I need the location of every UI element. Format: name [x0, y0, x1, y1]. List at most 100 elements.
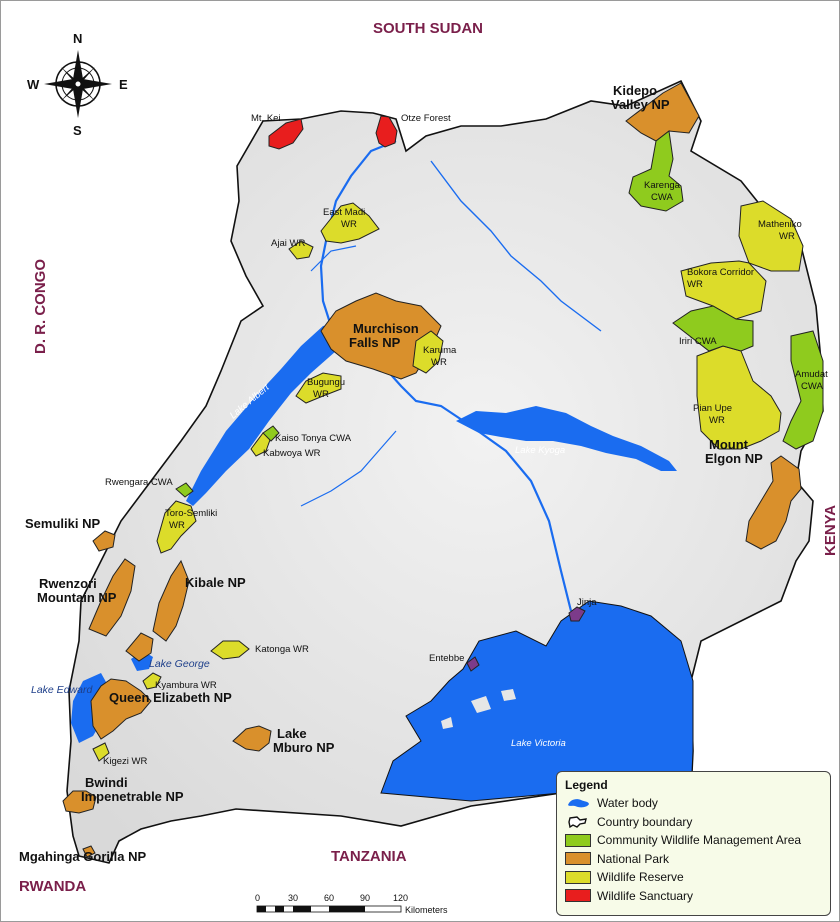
urban-sanctuaries [466, 606, 586, 672]
legend-label: National Park [597, 851, 670, 866]
legend-swatch [565, 833, 591, 847]
legend: Legend Water body Country boundary Commu… [556, 771, 831, 916]
national-parks [62, 82, 802, 858]
label-otze: Otze Forest [401, 113, 451, 124]
karenga-cwa [628, 130, 684, 212]
compass-e: E [119, 77, 128, 92]
kabwoya-wr [250, 432, 272, 457]
legend-swatch [565, 889, 591, 903]
label-dr-congo: D. R. CONGO [32, 259, 49, 354]
compass-n: N [73, 31, 82, 46]
rwengara-cwa [175, 482, 194, 498]
legend-label: Country boundary [597, 814, 693, 829]
label-lake-edward: Lake Edward [31, 684, 93, 696]
label-kaiso-tonya: Kaiso Tonya CWA [275, 433, 352, 444]
katonga-wr [210, 640, 250, 660]
label-pian-upe-2: WR [709, 415, 725, 426]
label-bokora-2: WR [687, 279, 703, 290]
label-bugungu-1: Bugungu [307, 377, 345, 388]
label-karuma-1: Karuma [423, 345, 457, 356]
label-toro-semliki-1: Toro-Semliki [165, 508, 217, 519]
label-toro-semliki-2: WR [169, 520, 185, 531]
label-tanzania: TANZANIA [331, 848, 407, 865]
label-rwanda: RWANDA [19, 878, 86, 895]
compass-s: S [73, 123, 82, 138]
kibale-np [152, 559, 190, 642]
label-pian-upe-1: Pian Upe [693, 403, 732, 414]
label-murchison-1: Murchison [353, 321, 419, 336]
kigezi-wr [92, 742, 110, 762]
label-matheniko-1: Matheniko [758, 219, 802, 230]
label-elgon-1: Mount [709, 437, 749, 452]
label-east-madi-1: East Madi [323, 207, 365, 218]
bwindi-impenetrable-np [62, 790, 97, 814]
label-south-sudan: SOUTH SUDAN [373, 20, 483, 37]
label-rwengara: Rwengara CWA [105, 477, 173, 488]
label-lake-george: Lake George [149, 658, 210, 670]
legend-label: Wildlife Reserve [597, 870, 684, 885]
label-murchison-2: Falls NP [349, 335, 401, 350]
scale-tick-120: 120 [393, 893, 408, 903]
legend-swatch [565, 870, 591, 884]
river [310, 245, 357, 272]
water-icon [568, 799, 589, 808]
jinja-sanctuary [568, 606, 586, 622]
label-mt-kei: Mt. Kei [251, 113, 281, 124]
label-katonga: Katonga WR [255, 644, 309, 655]
legend-item-water-body: Water body [565, 794, 822, 813]
legend-item-wildlife-reserve: Wildlife Reserve [565, 868, 822, 887]
wildlife-sanctuaries [268, 115, 398, 150]
label-matheniko-2: WR [779, 231, 795, 242]
label-bwindi-2: Impenetrable NP [81, 789, 184, 804]
compass-rose [44, 50, 112, 118]
kidepo-valley-np [625, 82, 700, 142]
aswa-river [430, 160, 602, 332]
label-amudat-1: Amudat [795, 369, 828, 380]
boundary-icon [568, 816, 587, 828]
community-wildlife-areas [175, 130, 824, 498]
label-kigezi: Kigezi WR [103, 756, 147, 767]
label-rwenzori-1: Rwenzori [39, 576, 97, 591]
label-kidepo-2: Valley NP [611, 97, 670, 112]
entebbe-sanctuary [466, 656, 480, 672]
scale-tick-60: 60 [324, 893, 334, 903]
victoria-island [501, 689, 516, 701]
legend-item-wildlife-sanctuary: Wildlife Sanctuary [565, 887, 822, 906]
label-mgahinga: Mgahinga Gorilla NP [19, 849, 146, 864]
label-mburo-2: Mburo NP [273, 740, 335, 755]
label-lake-victoria: Lake Victoria [511, 738, 566, 749]
label-ajai: Ajai WR [271, 238, 305, 249]
label-karenga-2: CWA [651, 192, 673, 203]
legend-item-country-boundary: Country boundary [565, 813, 822, 832]
label-kidepo-1: Kidepo [613, 83, 657, 98]
bugungu-wr [295, 372, 342, 404]
label-jinja: Jinja [577, 597, 597, 608]
label-amudat-2: CWA [801, 381, 823, 392]
label-kenya: KENYA [822, 505, 839, 556]
lake-albert [186, 321, 356, 506]
label-lake-kyoga: Lake Kyoga [515, 445, 565, 456]
kyambura-wr [142, 672, 162, 690]
label-mburo-1: Lake [277, 726, 307, 741]
lake-mburo-np [232, 725, 272, 752]
scale-unit: Kilometers [405, 905, 448, 915]
amudat-cwa [782, 330, 824, 450]
mt-kei-sanctuary [268, 118, 304, 150]
east-madi-wr [320, 202, 380, 244]
scale-tick-0: 0 [255, 893, 260, 903]
label-kibale: Kibale NP [185, 575, 246, 590]
matheniko-wr [738, 200, 804, 272]
label-karuma-2: WR [431, 357, 447, 368]
legend-label: Wildlife Sanctuary [597, 888, 694, 903]
iriri-cwa [672, 305, 754, 352]
victoria-nile [360, 340, 573, 612]
otze-forest-sanctuary [375, 115, 398, 148]
mgahinga-gorilla-np [82, 845, 96, 858]
legend-item-national-park: National Park [565, 850, 822, 869]
legend-swatch [565, 852, 591, 866]
scale-tick-30: 30 [288, 893, 298, 903]
lake-kyoga [456, 406, 677, 471]
mount-elgon-np [745, 455, 802, 550]
